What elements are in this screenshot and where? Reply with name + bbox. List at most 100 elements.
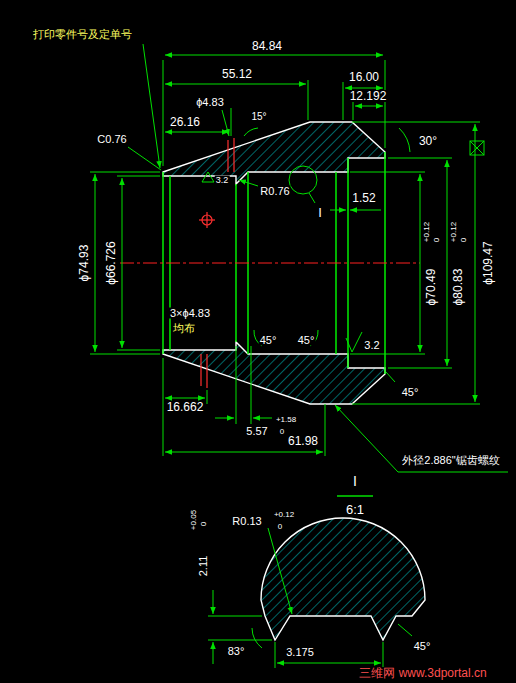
- dimension-lines-stroke: [399, 128, 410, 152]
- detail-dimensions: [208, 528, 412, 668]
- dimension-lines-stroke: [398, 472, 508, 473]
- dimension-lines-stroke: [337, 495, 373, 496]
- pin-holes-stroke: [206, 212, 207, 228]
- detail-dimensions-stroke: [208, 640, 272, 641]
- diameter: ϕ70.49: [425, 268, 437, 307]
- dimension-lines-stroke: [165, 132, 229, 133]
- dimension-lines-stroke: [90, 172, 160, 173]
- dimension: 84.84: [251, 40, 283, 52]
- surface-symbols-stroke: [470, 141, 484, 155]
- dimension-lines-stroke: [388, 368, 452, 369]
- pin-holes-stroke: [233, 138, 234, 172]
- thread-note: 外径2.886"锯齿螺纹: [401, 455, 500, 466]
- surface-symbols-stroke: [470, 141, 484, 155]
- dimension-lines-stroke: [90, 354, 160, 355]
- detail-dimensions-stroke: [208, 616, 262, 617]
- dimension-lines-stroke: [163, 358, 164, 456]
- detail-dimensions-stroke: [213, 590, 214, 614]
- angle: 83°: [227, 646, 246, 657]
- dimension-lines-stroke: [215, 418, 234, 419]
- dimension-lines-stroke: [289, 166, 317, 194]
- tolerance: 0: [200, 521, 208, 527]
- dimension: 5.57: [245, 426, 268, 437]
- tolerance: 0: [433, 237, 441, 243]
- surface-symbols-stroke: [470, 141, 484, 155]
- detail-dimensions-stroke: [268, 528, 292, 614]
- detail-dimensions-stroke: [383, 642, 384, 668]
- tolerance: +0.12: [450, 221, 458, 243]
- diameter: ϕ66.726: [105, 240, 117, 285]
- dimension-lines-stroke: [222, 110, 229, 136]
- center-line: [120, 263, 420, 264]
- part-note: 打印零件号及定单号: [32, 29, 133, 40]
- dimension: 12.192: [349, 90, 388, 102]
- detail-view: [261, 518, 425, 640]
- diameter: ϕ74.93: [78, 244, 90, 283]
- angle: 45°: [259, 335, 278, 346]
- dimension-lines-stroke: [308, 80, 309, 120]
- dimension-lines-stroke: [325, 404, 326, 456]
- dimension-lines-stroke: [352, 122, 405, 123]
- detail-dimensions-stroke: [213, 642, 214, 664]
- detail-dimensions-stroke: [277, 663, 381, 664]
- angle: 30°: [418, 135, 438, 147]
- dimension-lines-stroke: [330, 210, 346, 211]
- dimension-lines-stroke: [143, 44, 160, 168]
- dimension-lines-stroke: [253, 418, 272, 419]
- dimension-lines-stroke: [95, 174, 96, 352]
- detail-dimensions-stroke: [252, 628, 262, 648]
- part-outline-stroke: [347, 158, 348, 368]
- dimension: 61.98: [287, 435, 319, 447]
- pin-holes-stroke: [206, 354, 207, 388]
- dimension-lines-stroke: [128, 147, 161, 170]
- surface-symbols-stroke: [202, 172, 214, 182]
- dimension-lines-stroke: [345, 88, 383, 89]
- dimension-lines-stroke: [350, 354, 425, 355]
- dimension: 55.12: [221, 68, 253, 80]
- dimension-lines-stroke: [117, 350, 160, 351]
- dimension-lines-stroke: [207, 390, 208, 404]
- pin-holes-stroke: [227, 140, 228, 172]
- dimension-lines-stroke: [251, 346, 252, 424]
- dimension: 26.16: [169, 116, 201, 128]
- tolerance: 0: [277, 523, 283, 531]
- angle: 45°: [401, 387, 420, 398]
- dimension: 2.11: [198, 555, 209, 578]
- dimension-lines-stroke: [388, 158, 452, 159]
- dimension: 1.52: [351, 192, 376, 204]
- hole-note: 3×ϕ4.83: [169, 308, 211, 319]
- radius: R0.13: [231, 516, 262, 527]
- dimension-lines-stroke: [386, 372, 395, 382]
- part-section-stroke: [163, 122, 385, 184]
- dimension-lines-stroke: [239, 180, 258, 186]
- detail-title: I: [352, 474, 358, 488]
- pin-holes-stroke: [200, 354, 201, 386]
- dimension-lines-stroke: [165, 452, 323, 453]
- dimension-lines-stroke: [353, 100, 354, 120]
- roughness: 3.2: [215, 176, 230, 185]
- dimension-lines-stroke: [420, 174, 421, 352]
- detail-callout: I: [317, 206, 323, 219]
- dimension-lines-stroke: [352, 404, 480, 405]
- dimension-lines-stroke: [343, 82, 344, 120]
- tolerance: +0.12: [273, 511, 295, 519]
- surface-symbols-stroke: [346, 332, 362, 352]
- watermark: 三维网 www.3dportal.cn: [358, 667, 487, 679]
- tolerance: +1.58: [275, 416, 297, 424]
- detail-dimensions-stroke: [398, 624, 412, 636]
- dimension-lines-stroke: [117, 176, 160, 177]
- tolerance: +0.12: [423, 221, 431, 243]
- diameter: ϕ80.83: [452, 268, 464, 307]
- dimension-lines-stroke: [475, 124, 476, 402]
- dimension-lines-stroke: [122, 178, 123, 348]
- radius: R0.76: [259, 186, 290, 197]
- dimension-lines-stroke: [163, 60, 164, 166]
- dimension-lines-stroke: [350, 172, 425, 173]
- dimension-lines: [90, 44, 508, 496]
- dimension-lines-stroke: [236, 346, 237, 424]
- dimension-lines-stroke: [447, 160, 448, 366]
- dimension-lines-stroke: [165, 84, 306, 85]
- dimension-lines-stroke: [385, 60, 386, 148]
- dimension: 3.175: [285, 647, 315, 658]
- angle: 45°: [297, 335, 316, 346]
